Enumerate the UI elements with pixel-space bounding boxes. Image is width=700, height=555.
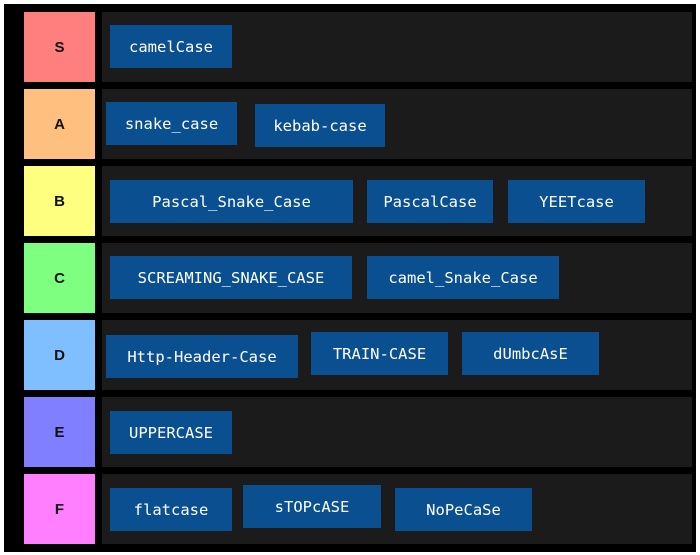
tier-item-chip[interactable]: TRAIN-CASE (311, 332, 448, 375)
tier-item-chip[interactable]: UPPERCASE (110, 411, 232, 454)
tier-item-chip[interactable]: YEETcase (508, 180, 645, 223)
tier-items-d: Http-Header-Case TRAIN-CASE dUmbcAsE (102, 320, 692, 390)
tier-item-chip[interactable]: camel_Snake_Case (367, 256, 559, 299)
tier-item-chip[interactable]: dUmbcAsE (462, 332, 599, 375)
tier-label-b: B (24, 166, 95, 236)
tier-label-e: E (24, 397, 95, 467)
tier-label-f: F (24, 474, 95, 544)
tier-item-chip[interactable]: SCREAMING_SNAKE_CASE (110, 256, 352, 299)
tier-item-chip[interactable]: flatcase (110, 488, 232, 531)
tier-item-chip[interactable]: PascalCase (367, 180, 493, 223)
tier-row-c: C SCREAMING_SNAKE_CASE camel_Snake_Case (24, 243, 696, 313)
tier-item-chip[interactable]: camelCase (110, 25, 232, 68)
tier-item-chip[interactable]: Pascal_Snake_Case (110, 180, 353, 223)
tier-item-chip[interactable]: kebab-case (255, 104, 385, 147)
tier-row-f: F flatcase sTOPcASE NoPeCaSe (24, 474, 696, 544)
tier-list-board: S camelCase A snake_case kebab-case B Pa… (4, 4, 696, 552)
tier-items-b: Pascal_Snake_Case PascalCase YEETcase (102, 166, 692, 236)
tier-label-c: C (24, 243, 95, 313)
tier-items-a: snake_case kebab-case (102, 89, 692, 159)
tier-items-e: UPPERCASE (102, 397, 692, 467)
tier-row-d: D Http-Header-Case TRAIN-CASE dUmbcAsE (24, 320, 696, 390)
tier-row-b: B Pascal_Snake_Case PascalCase YEETcase (24, 166, 696, 236)
tier-row-a: A snake_case kebab-case (24, 89, 696, 159)
tier-item-chip[interactable]: snake_case (106, 102, 237, 145)
tier-item-chip[interactable]: sTOPcASE (243, 485, 381, 528)
tier-label-s: S (24, 12, 95, 82)
tier-items-s: camelCase (102, 12, 692, 82)
tier-row-e: E UPPERCASE (24, 397, 696, 467)
tier-label-d: D (24, 320, 95, 390)
tier-items-c: SCREAMING_SNAKE_CASE camel_Snake_Case (102, 243, 692, 313)
tier-label-a: A (24, 89, 95, 159)
tier-row-s: S camelCase (24, 12, 696, 82)
tier-item-chip[interactable]: NoPeCaSe (395, 488, 532, 531)
tier-item-chip[interactable]: Http-Header-Case (106, 335, 298, 378)
tier-items-f: flatcase sTOPcASE NoPeCaSe (102, 474, 692, 544)
